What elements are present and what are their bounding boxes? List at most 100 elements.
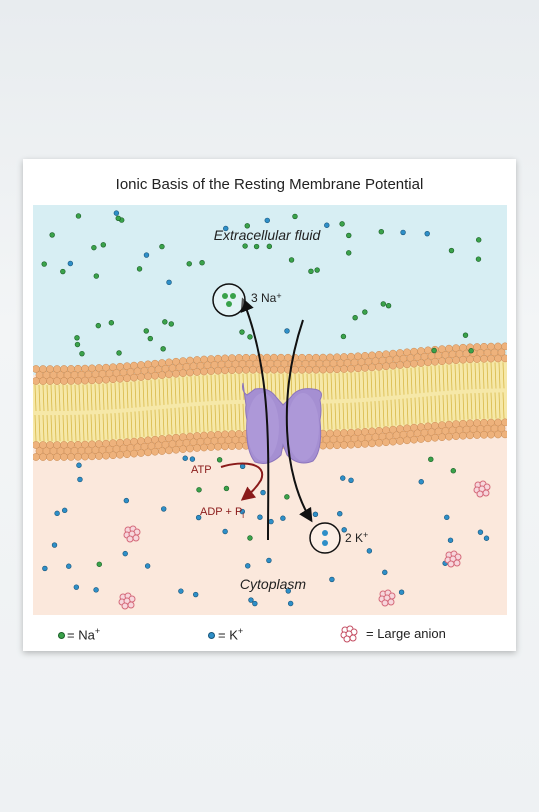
lipid-head — [235, 442, 243, 450]
lipid-tail — [354, 402, 357, 429]
na-ion — [352, 314, 358, 321]
k-ion — [418, 479, 424, 485]
lipid-tail — [390, 369, 393, 396]
lipid-tail — [494, 362, 497, 389]
lipid-head — [368, 363, 376, 372]
na-ion — [288, 257, 295, 263]
k-ion — [248, 597, 254, 603]
lipid-tail — [134, 411, 137, 438]
lipid-tail — [210, 405, 213, 432]
lipid-head — [497, 348, 506, 357]
lipid-tail — [142, 410, 145, 437]
lipid-head — [60, 377, 68, 385]
lipid-tail — [330, 403, 333, 430]
na-ion — [49, 232, 55, 238]
na-ion — [339, 221, 345, 227]
k-ion — [260, 489, 266, 496]
large-anion — [473, 480, 491, 498]
lipid-head — [263, 365, 271, 374]
anion-sphere — [381, 599, 389, 607]
lipid-head — [410, 359, 418, 368]
k-ion — [287, 600, 294, 607]
anion-sphere — [453, 559, 461, 567]
lipid-tail — [462, 363, 465, 390]
lipid-head — [291, 365, 299, 374]
legend-anion-label: = Large anion — [366, 626, 446, 641]
lipid-head — [431, 357, 439, 366]
lipid-tail — [366, 401, 369, 428]
k-ion — [144, 563, 151, 569]
k-ion — [239, 508, 246, 515]
k-ion — [477, 529, 484, 535]
lipid-head — [417, 359, 425, 367]
lipid-tail — [58, 385, 61, 412]
legend-na-sup: + — [94, 626, 101, 636]
na-ion — [74, 335, 80, 341]
lipid-tail — [122, 412, 125, 439]
lipid-head — [235, 366, 243, 374]
lipid-tail — [70, 414, 73, 441]
lipid-tail — [446, 394, 449, 421]
k-ion — [166, 279, 172, 286]
lipid-tail — [242, 403, 245, 430]
anion-sphere — [447, 560, 455, 568]
lipid-head — [130, 373, 138, 382]
lipid-tail — [238, 373, 241, 400]
lipid-tail — [346, 402, 349, 429]
k-ion — [113, 210, 120, 216]
lipid-tail — [450, 394, 453, 421]
lipid-tail — [146, 410, 149, 437]
lipid-tail — [410, 397, 413, 424]
lipid-head — [403, 436, 411, 445]
lipid-tail — [462, 393, 465, 420]
lipid-head — [172, 445, 180, 454]
k-ion — [193, 591, 199, 598]
k-ion — [182, 455, 188, 461]
lipid-tail — [226, 374, 229, 401]
k-ion — [329, 576, 335, 583]
lipid-tail — [86, 384, 89, 411]
lipid-tail — [50, 415, 53, 442]
sodium-efflux-arrow — [240, 297, 270, 541]
lipid-head — [102, 451, 110, 460]
k-ion — [266, 557, 272, 564]
potassium-ions-group — [309, 522, 341, 554]
lipid-tail — [122, 382, 125, 409]
atp-hydrolysis-arrow — [220, 462, 264, 501]
lipid-head — [382, 362, 390, 371]
lipid-tail — [378, 370, 381, 397]
lipid-tail — [82, 384, 85, 411]
k-ion — [398, 589, 405, 595]
lipid-tail — [370, 371, 373, 398]
na-ion — [79, 350, 85, 357]
potassium-count-label: 2 K+ — [345, 530, 368, 545]
na-ion — [159, 243, 165, 250]
na-ion — [93, 273, 100, 279]
lipid-tail — [478, 362, 481, 389]
lipid-tail — [238, 403, 241, 430]
lipid-tail — [42, 385, 45, 412]
lipid-tail — [126, 382, 129, 409]
lipid-head — [193, 368, 201, 376]
k-ion — [77, 476, 83, 483]
lipid-head — [361, 440, 369, 448]
lipid-tail — [394, 369, 397, 396]
lipid-head — [137, 373, 145, 381]
lipid-head — [249, 365, 257, 374]
lipid-tail — [130, 381, 133, 408]
k-ion — [280, 515, 286, 521]
anion-sphere — [476, 490, 484, 498]
k-ion — [66, 563, 72, 569]
anion-field — [118, 480, 491, 610]
lipid-tail — [386, 370, 389, 397]
lipid-head — [326, 441, 334, 450]
na-ion — [41, 261, 47, 267]
lipid-tail — [202, 375, 205, 402]
lipid-head — [354, 440, 362, 449]
lipid-head — [242, 365, 250, 374]
na-ion — [147, 335, 154, 342]
lipid-head — [179, 445, 187, 453]
lipid-head — [81, 452, 89, 461]
lipid-tail — [154, 379, 157, 406]
k-ion — [312, 511, 319, 518]
